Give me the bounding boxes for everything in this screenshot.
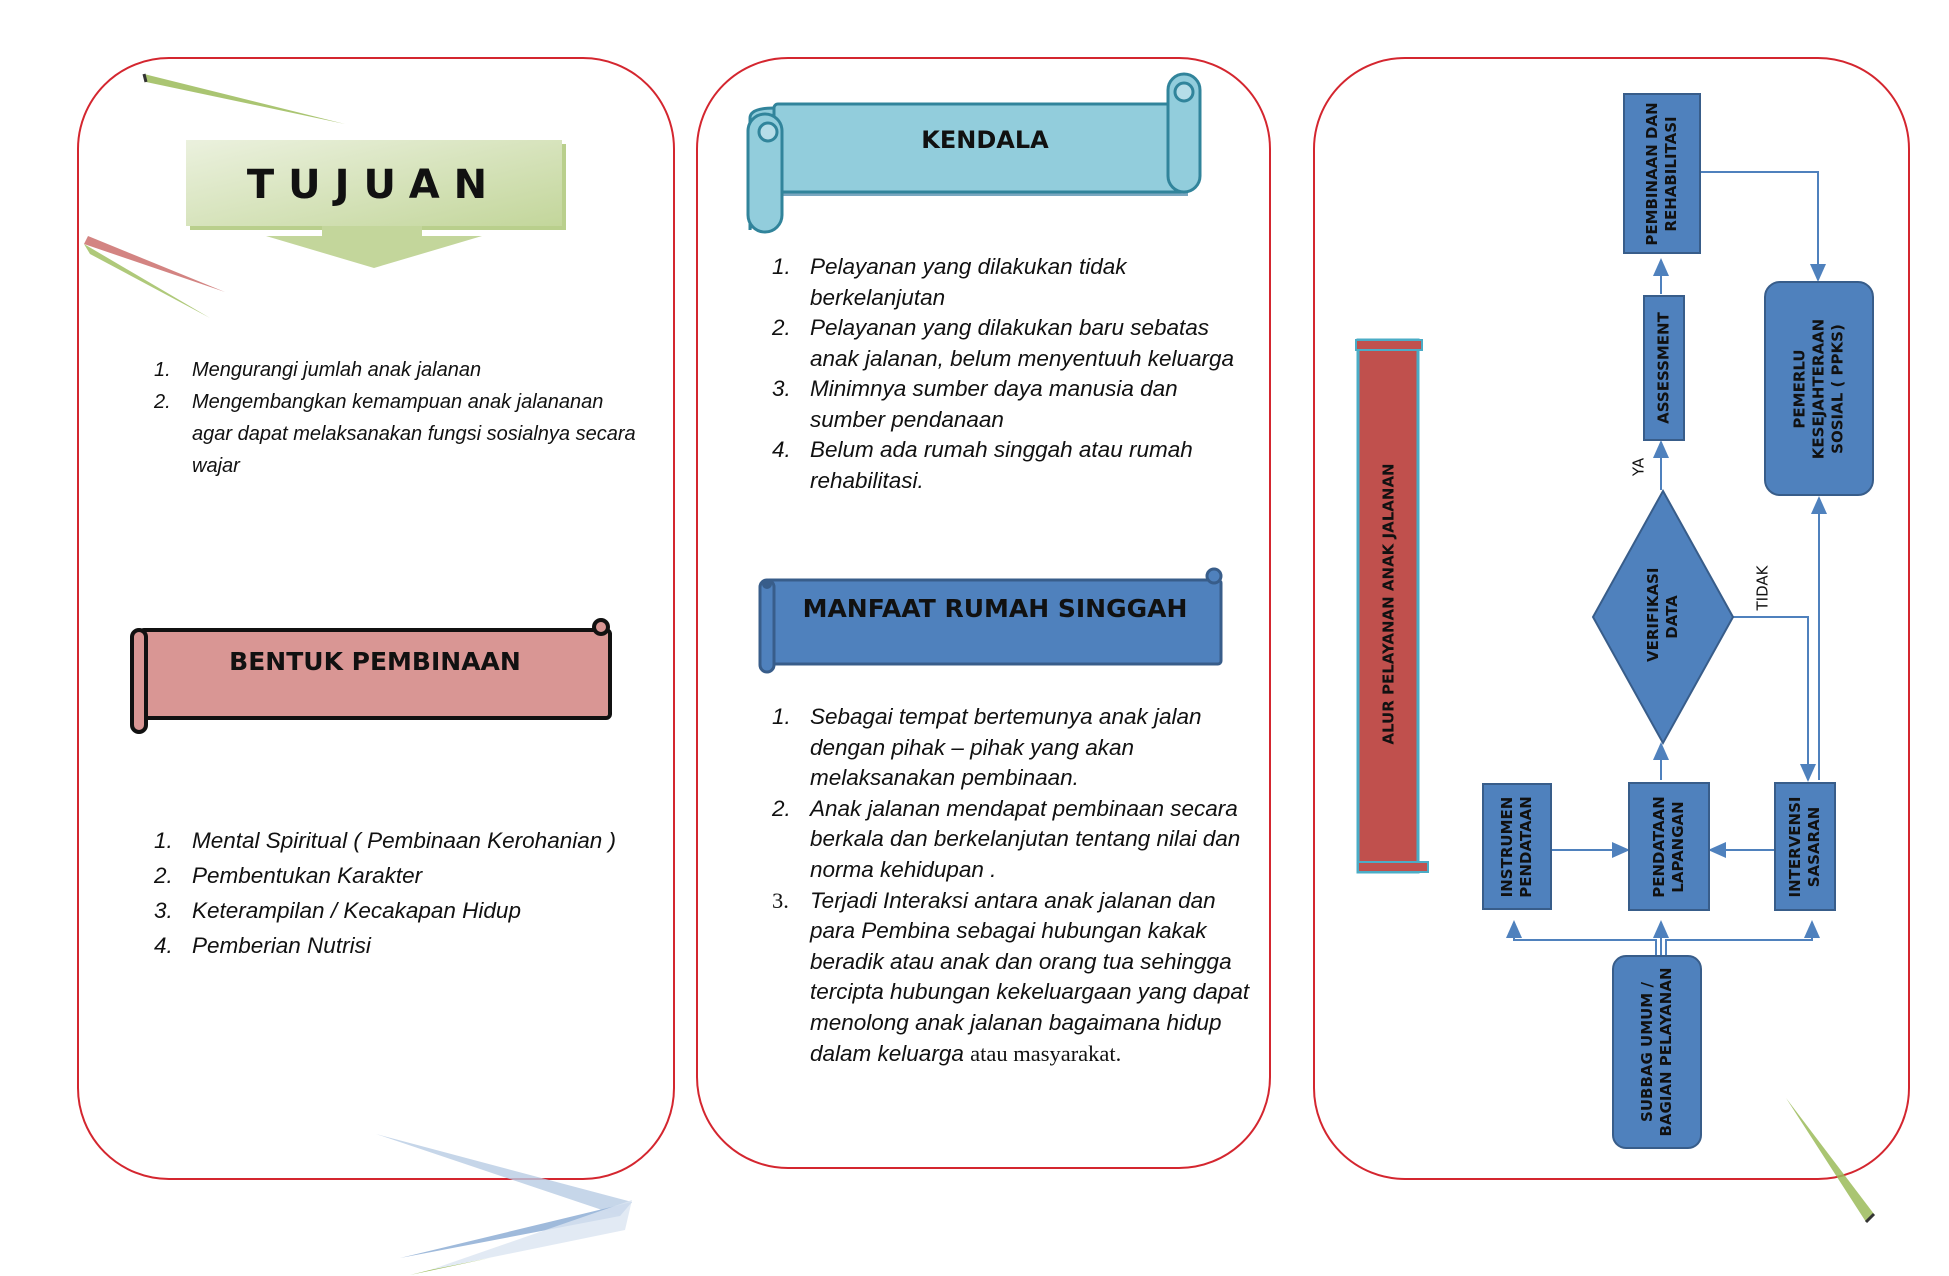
list-item: 1.Sebagai tempat bertemunya anak jalan d… bbox=[772, 704, 1202, 791]
ya-label: YA bbox=[1629, 457, 1648, 477]
verifikasi-data-diamond bbox=[1591, 488, 1735, 746]
bentuk-pembinaan-heading: BENTUK PEMBINAAN bbox=[229, 647, 521, 676]
list-item: 1.Pelayanan yang dilakukan tidak berkela… bbox=[772, 254, 1127, 310]
list-item: 2.Pembentukan Karakter bbox=[154, 863, 423, 888]
bentuk-pembinaan-list: 1.Mental Spiritual ( Pembinaan Kerohania… bbox=[154, 823, 654, 963]
subbag-umum-box: SUBBAG UMUM / BAGIAN PELAYANAN bbox=[1612, 955, 1702, 1149]
list-item: 2.Pelayanan yang dilakukan baru sebatas … bbox=[772, 315, 1235, 371]
flow-connectors bbox=[1506, 171, 1827, 955]
kendala-heading: KENDALA bbox=[921, 126, 1049, 154]
list-item: 3.Keterampilan / Kecakapan Hidup bbox=[154, 898, 521, 923]
streak-decoration bbox=[142, 73, 345, 124]
manfaat-list: 1.Sebagai tempat bertemunya anak jalan d… bbox=[772, 702, 1252, 1069]
ppks-box: PEMERLU KESEJAHTERAAN SOSIAL ( PPKS) bbox=[1764, 281, 1874, 496]
pembinaan-rehabilitasi-box: PEMBINAAN DAN REHABILITASI bbox=[1623, 93, 1701, 254]
tidak-label: TIDAK bbox=[1753, 565, 1772, 611]
streak-decoration bbox=[1786, 1098, 1876, 1224]
manfaat-heading: MANFAAT RUMAH SINGGAH bbox=[802, 594, 1188, 623]
instrumen-pendataan-box: INSTRUMEN PENDATAAN bbox=[1482, 783, 1552, 910]
list-item: 3.Minimnya sumber daya manusia dan sumbe… bbox=[772, 376, 1178, 432]
tujuan-list: 1.Mengurangi jumlah anak jalanan 2.Menge… bbox=[154, 354, 639, 482]
tujuan-banner bbox=[186, 140, 566, 268]
tujuan-heading: TUJUAN bbox=[246, 162, 502, 208]
manfaat-scroll bbox=[758, 567, 1223, 674]
assessment-box: ASSESSMENT bbox=[1643, 295, 1685, 441]
kendala-list: 1.Pelayanan yang dilakukan tidak berkela… bbox=[772, 252, 1247, 496]
list-item: 1.Mengurangi jumlah anak jalanan bbox=[154, 359, 482, 381]
bentuk-pembinaan-scroll bbox=[130, 618, 612, 734]
list-item: 4.Pemberian Nutrisi bbox=[154, 933, 371, 958]
intervensi-sasaran-box: INTERVENSI SASARAN bbox=[1774, 782, 1836, 911]
list-item: 2.Anak jalanan mendapat pembinaan secara… bbox=[772, 795, 1241, 882]
list-item: 1.Mental Spiritual ( Pembinaan Kerohania… bbox=[154, 828, 616, 853]
list-item: 4.Belum ada rumah singgah atau rumah reh… bbox=[772, 437, 1193, 493]
verifikasi-label: VERIFIKASI DATA bbox=[1644, 567, 1681, 662]
pendataan-lapangan-box: PENDATAAN LAPANGAN bbox=[1628, 782, 1710, 911]
alur-scroll bbox=[1355, 338, 1429, 874]
list-item: 2.Mengembangkan kemampuan anak jalananan… bbox=[154, 391, 636, 477]
list-item: 3.Terjadi Interaksi antara anak jalanan … bbox=[772, 887, 1250, 1066]
streak-decoration bbox=[84, 236, 225, 318]
streak-decoration bbox=[376, 1134, 632, 1275]
kendala-scroll bbox=[746, 72, 1202, 234]
